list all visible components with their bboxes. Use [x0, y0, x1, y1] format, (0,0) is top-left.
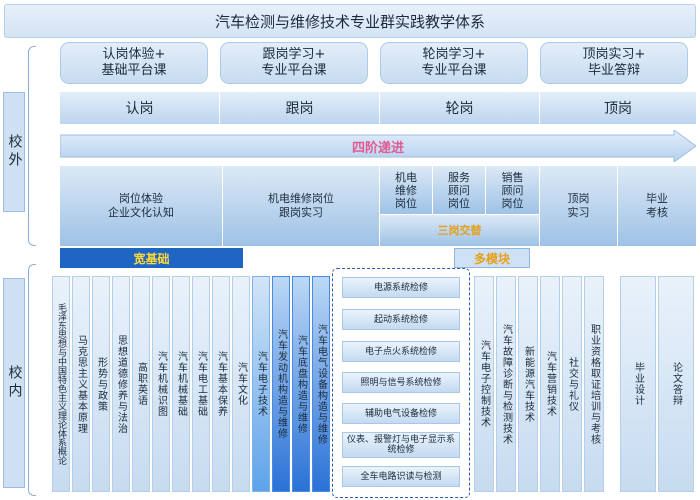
platform-course-column: 汽车电子技术: [252, 276, 270, 492]
course-column: 汽车故障诊断与检测技术: [496, 276, 516, 492]
module-item: 电子点火系统检修: [342, 341, 460, 362]
stage-card-line: 毕业答辩: [587, 63, 640, 78]
cell-line: 考核: [646, 206, 668, 219]
cell-line: 岗位: [395, 196, 417, 210]
course-column: 汽车电工基础: [192, 276, 210, 492]
stage-card-line: 轮岗学习+: [422, 47, 486, 62]
stage-card-4: 顶岗实习+ 毕业答辩: [540, 42, 688, 84]
cell-line: 岗位体验: [119, 192, 163, 205]
course-column: 毛泽东思想与中国特色主义理论体系概论: [52, 276, 70, 492]
module-item: 仪表、报警灯与电子显示系统检修: [342, 432, 460, 458]
cell-line: 顾问: [501, 183, 524, 197]
cell-line: 企业文化认知: [108, 206, 174, 219]
diagram-title: 汽车检测与维修技术专业群实践教学体系: [4, 4, 696, 38]
course-column: 思想道德修养与法治: [112, 276, 130, 492]
course-column: 社交与礼仪: [562, 276, 582, 492]
cell-line: 维修: [395, 183, 417, 197]
course-column: 马克思主义基本原理: [72, 276, 90, 492]
inside-brace: [28, 264, 36, 496]
post-genggang: 跟岗: [220, 92, 380, 124]
sub-post-service: 服务 顾问 岗位: [433, 166, 486, 214]
inside-label: 校内: [3, 278, 25, 488]
arrow-label: 四阶递进: [351, 140, 404, 156]
cell-line: 顶岗: [567, 192, 590, 205]
post-dinggang: 顶岗: [540, 92, 696, 124]
course-column: 汽车营销技术: [540, 276, 560, 492]
platform-course-column: 汽车底盘构造与维修: [292, 276, 310, 492]
multi-module-label: 多模块: [454, 248, 530, 268]
course-column: 汽车基本保养: [212, 276, 230, 492]
module-item: 照明与信号系统检修: [342, 372, 460, 393]
stage-card-2: 跟岗学习+ 专业平台课: [220, 42, 368, 84]
course-column: 汽车机械基础: [172, 276, 190, 492]
stage-card-line: 跟岗学习+: [262, 47, 326, 62]
course-column: 高职英语: [132, 276, 150, 492]
stage-card-1: 认岗体验+ 基础平台课: [60, 42, 208, 84]
course-column: 汽车电子控制技术: [474, 276, 494, 492]
cell-line: 机电: [395, 170, 417, 184]
cell-line: 毕业: [646, 192, 668, 205]
sub-post-sales: 销售 顾问 岗位: [486, 166, 540, 214]
stage-card-line: 认岗体验+: [102, 47, 166, 62]
course-column: 汽车机械识图: [152, 276, 170, 492]
sub-post-maintenance: 机电 维修 岗位: [380, 166, 433, 214]
stage-card-3: 轮岗学习+ 专业平台课: [380, 42, 528, 84]
module-item: 辅助电气设备检修: [342, 403, 460, 424]
cell-line: 顾问: [448, 183, 470, 197]
course-column: 形势与政策: [92, 276, 110, 492]
cell-line: 岗位: [501, 196, 524, 210]
post-experience-cell: 岗位体验 企业文化认知: [60, 166, 223, 246]
stage-card-line: 顶岗实习+: [582, 47, 646, 62]
cell-line: 服务: [448, 170, 470, 184]
module-item: 全车电路识读与检测: [342, 466, 460, 487]
progression-arrow: [60, 130, 696, 162]
outside-brace: [28, 46, 36, 246]
stage-card-line: 专业平台课: [261, 63, 327, 78]
outside-label: 校外: [3, 92, 25, 212]
course-column: 新能源汽车技术: [518, 276, 538, 492]
cell-line: 跟岗实习: [279, 206, 323, 219]
stage-card-line: 基础平台课: [101, 63, 167, 78]
maintenance-shadow-cell: 机电维修岗位 跟岗实习: [223, 166, 380, 246]
graduation-design: 毕业设计: [620, 276, 656, 492]
cell-line: 岗位: [448, 196, 470, 210]
course-column: 职业资格取证培训与考核: [584, 276, 604, 492]
module-item: 起动系统检修: [342, 309, 460, 330]
cell-line: 机电维修岗位: [268, 192, 334, 205]
wide-base-label: 宽基础: [60, 248, 243, 268]
module-box: [332, 268, 470, 498]
course-column: 汽车文化: [232, 276, 250, 492]
cell-line: 销售: [501, 170, 524, 184]
platform-course-column: 汽车电气设备构造与维修: [312, 276, 330, 492]
platform-course-column: 汽车发动机构造与维修: [272, 276, 290, 492]
module-item: 电源系统检修: [342, 277, 460, 298]
internship-cell: 顶岗 实习: [540, 166, 618, 246]
graduation-exam-cell: 毕业 考核: [618, 166, 696, 246]
post-renggang: 认岗: [60, 92, 220, 124]
post-lunggang: 轮岗: [380, 92, 540, 124]
thesis-defense: 论文答辩: [658, 276, 694, 492]
cell-line: 实习: [567, 206, 590, 219]
three-posts-rotation: 三岗交替: [380, 214, 540, 246]
stage-card-line: 专业平台课: [421, 63, 487, 78]
